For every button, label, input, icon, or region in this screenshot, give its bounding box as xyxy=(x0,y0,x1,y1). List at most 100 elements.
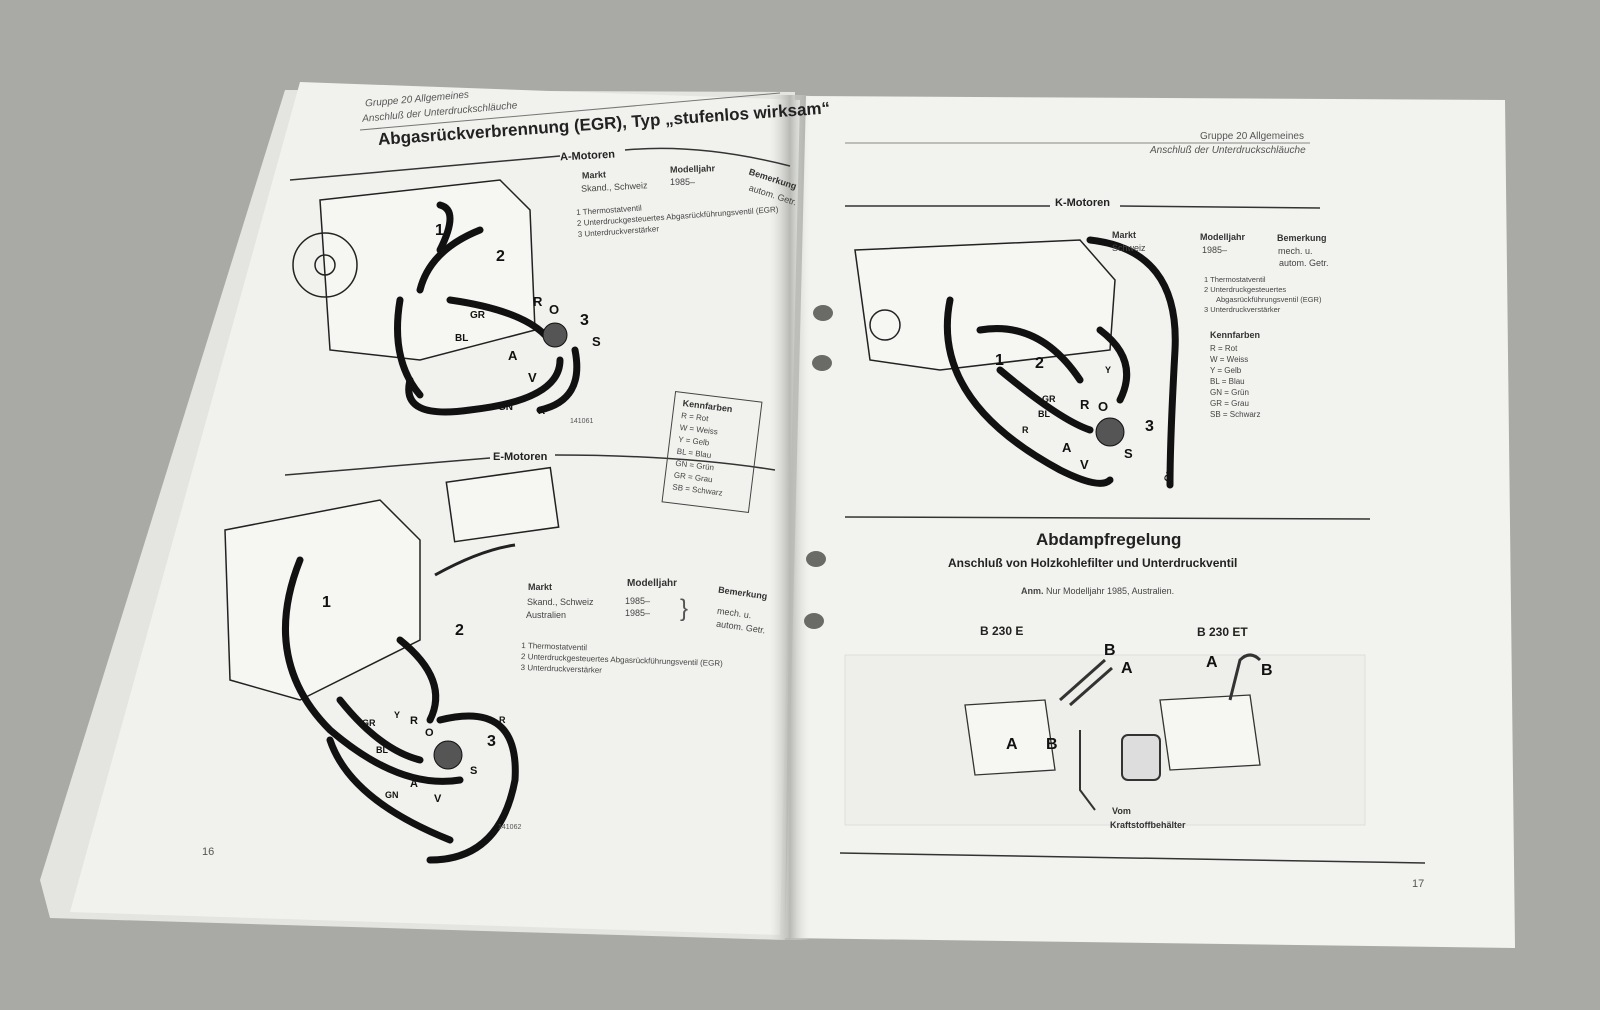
e-row-markt: Skand., Schweiz xyxy=(527,597,594,607)
color-code: R = Rot xyxy=(1210,344,1238,353)
callout: O xyxy=(1098,399,1109,414)
callout: GN xyxy=(498,402,513,413)
callout: S xyxy=(592,334,601,349)
callout: R xyxy=(538,406,546,417)
a-row-jahr: 1985– xyxy=(670,177,696,187)
color-code: GR = Grau xyxy=(1210,399,1249,408)
callout: Y xyxy=(1105,365,1112,375)
part-item: 3 Unterdruckverstärker xyxy=(1204,305,1281,314)
e-row-jahr: 1985– xyxy=(625,596,651,606)
color-code: SB = Schwarz xyxy=(1210,410,1261,419)
a-col-markt: Markt xyxy=(581,169,607,181)
a-col-modelljahr: Modelljahr xyxy=(669,163,716,175)
k-row-jahr: 1985– xyxy=(1202,245,1228,255)
callout: V xyxy=(528,370,537,385)
abdampf-subtitle: Anschluß von Holzkohlefilter und Unterdr… xyxy=(948,556,1238,570)
figure-number: 141062 xyxy=(498,824,522,831)
callout: 3 xyxy=(1145,418,1154,435)
a-motoren-diagram xyxy=(292,179,581,416)
callout: BL xyxy=(455,333,469,344)
k-col-bemerkung: Bemerkung xyxy=(1277,233,1327,243)
punch-holes xyxy=(804,305,833,629)
callout: 1 xyxy=(435,222,444,239)
color-code: GN = Grün xyxy=(1210,388,1249,397)
callout: 3 xyxy=(580,312,589,329)
callout: BL xyxy=(1038,409,1050,419)
callout: 2 xyxy=(455,622,464,639)
callout: 2 xyxy=(1035,355,1044,372)
k-col-modelljahr: Modelljahr xyxy=(1200,232,1246,242)
callout: R xyxy=(499,715,506,725)
callout: GR xyxy=(362,718,376,728)
abdampf-note: Anm. Nur Modelljahr 1985, Australien. xyxy=(1021,586,1174,596)
kraftstoffbehaelter-label: Kraftstoffbehälter xyxy=(1110,820,1186,830)
callout: B xyxy=(1046,736,1058,753)
color-code: W = Weiss xyxy=(1210,355,1249,364)
callout: B xyxy=(1261,662,1273,679)
callout: R xyxy=(1080,397,1090,412)
abdampf-diagram xyxy=(844,653,1366,826)
callout: A xyxy=(410,778,418,790)
k-parts-list: 1 Thermostatventil 2 Unterdruckgesteuert… xyxy=(1204,275,1321,315)
k-kennfarben: Kennfarben R = Rot W = Weiss Y = Gelb BL… xyxy=(1210,330,1260,420)
part-item: Abgasrückführungsventil (EGR) xyxy=(1216,295,1322,304)
callout: V xyxy=(434,793,442,805)
callout: 2 xyxy=(496,248,505,265)
callout: 1 xyxy=(995,352,1004,369)
engine-b230e: B 230 E xyxy=(980,624,1024,638)
callout: V xyxy=(1080,457,1089,472)
e-parts-list: 1 Thermostatventil 2 Unterdruckgesteuert… xyxy=(520,640,723,680)
kennfarben-title: Kennfarben xyxy=(1210,330,1261,340)
engine-b230et: B 230 ET xyxy=(1197,625,1248,639)
gutter-shadow xyxy=(770,95,810,940)
k-col-markt: Markt xyxy=(1112,230,1137,240)
callout: O xyxy=(425,727,434,739)
callout: A xyxy=(1006,736,1018,753)
callout: A xyxy=(1206,654,1218,671)
callout: 3 xyxy=(487,733,496,750)
e-motoren-diagram xyxy=(224,466,560,864)
color-code: Y = Gelb xyxy=(1210,366,1242,375)
callout: BL xyxy=(376,745,388,755)
page-number-right: 17 xyxy=(1412,878,1425,890)
callout: A xyxy=(508,348,518,363)
e-row-markt: Australien xyxy=(526,610,567,620)
e-row-jahr: 1985– xyxy=(625,608,651,618)
callout: B xyxy=(1104,642,1116,659)
k-row-bemerkung: mech. u. xyxy=(1278,246,1313,256)
part-item: 2 Unterdruckgesteuertes xyxy=(1204,285,1287,294)
k-motoren-diagram xyxy=(854,236,1179,489)
callout: S xyxy=(1124,446,1133,461)
section-k-motoren: K-Motoren xyxy=(1055,197,1110,209)
right-header-group: Gruppe 20 Allgemeines xyxy=(1200,131,1304,142)
callout: A xyxy=(1121,660,1133,677)
section-e-motoren: E-Motoren xyxy=(493,451,548,463)
e-col-markt: Markt xyxy=(528,582,553,592)
vom-label: Vom xyxy=(1112,806,1131,816)
callout: R xyxy=(410,715,418,727)
callout: S xyxy=(470,765,478,777)
kennfarben-box: Kennfarben R = Rot W = Weiss Y = Gelb BL… xyxy=(661,391,763,513)
page-number-left: 16 xyxy=(202,846,215,858)
brace: } xyxy=(680,595,689,622)
note-text: Nur Modelljahr 1985, Australien. xyxy=(1046,586,1175,596)
note-label: Anm. xyxy=(1021,586,1044,596)
callout: O xyxy=(549,302,560,317)
k-row-markt: Schweiz xyxy=(1112,243,1146,253)
callout: A xyxy=(1062,440,1072,455)
abdampf-title: Abdampfregelung xyxy=(1036,530,1182,549)
e-col-modelljahr: Modelljahr xyxy=(627,578,678,589)
k-row-bemerkung: autom. Getr. xyxy=(1279,258,1329,268)
callout: Y xyxy=(394,710,401,720)
callout: 1 xyxy=(322,594,331,611)
part-item: 1 Thermostatventil xyxy=(1204,275,1266,284)
callout: R xyxy=(1022,425,1029,435)
color-code: BL = Blau xyxy=(1210,377,1245,386)
callout: GR xyxy=(1042,394,1056,404)
right-header-subtitle: Anschluß der Unterdruckschläuche xyxy=(1150,145,1306,156)
callout: GR xyxy=(470,310,485,321)
figure-number: 141061 xyxy=(570,418,594,425)
callout: GN xyxy=(385,790,399,800)
left-page xyxy=(70,82,800,935)
